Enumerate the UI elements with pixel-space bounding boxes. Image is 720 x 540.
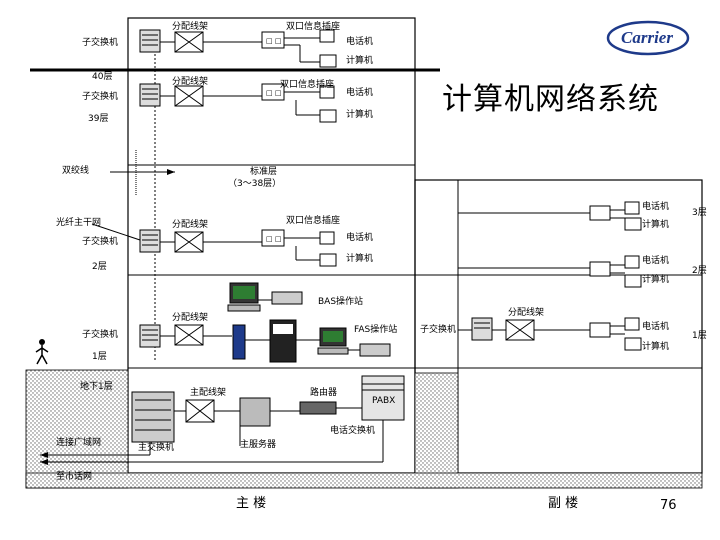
label-pabx: PABX [372, 396, 396, 406]
annex-floor2-equipment [458, 255, 642, 288]
label-computer-annex1: 计算机 [642, 342, 670, 352]
label-main-frame: 主配线架 [190, 388, 227, 398]
label-computer-3: 计算机 [346, 254, 374, 264]
label-subswitch-1: 子交换机 [82, 330, 119, 340]
label-phone-switch: 电话交换机 [330, 426, 376, 436]
svg-text:□ □: □ □ [266, 37, 281, 45]
label-twisted-pair: 双绞线 [62, 166, 90, 176]
label-socket-39: 双口信息插座 [280, 80, 335, 90]
label-floor3: 3层 [692, 208, 707, 218]
label-main-building: 主 楼 [236, 496, 267, 511]
label-main-server: 主服务器 [240, 440, 277, 450]
label-standard-floor: 标准层 [250, 167, 278, 177]
label-computer-40: 计算机 [346, 56, 374, 66]
page-number: 76 [660, 498, 677, 513]
label-distframe-40: 分配线架 [172, 22, 209, 32]
svg-text:□ □: □ □ [266, 89, 281, 97]
label-fas-station: FAS操作站 [354, 325, 398, 335]
label-annex-building: 副 楼 [548, 496, 579, 511]
label-standard-floor-range: （3～38层） [228, 179, 282, 189]
label-floor1-left: 1层 [92, 352, 107, 362]
label-wan: 连接广域网 [56, 438, 102, 448]
label-city-net: 至市话网 [56, 472, 93, 482]
label-bas-station: BAS操作站 [318, 297, 364, 307]
label-phone-39: 电话机 [346, 88, 374, 98]
label-phone-annex3: 电话机 [642, 202, 670, 212]
svg-text:□ □: □ □ [266, 235, 281, 243]
label-floor39: 39层 [88, 114, 109, 124]
ground-annex [414, 372, 459, 489]
floor3-equipment: □ □ [91, 201, 642, 267]
label-computer-39: 计算机 [346, 110, 374, 120]
logo-text: Carrier [621, 28, 673, 47]
label-subswitch-annex1: 子交换机 [420, 325, 457, 335]
label-distframe-1: 分配线架 [172, 313, 209, 323]
label-distframe-39: 分配线架 [172, 77, 209, 87]
ground-base [25, 472, 703, 489]
label-subswitch-3: 子交换机 [82, 237, 119, 247]
label-subswitch-40: 子交换机 [82, 38, 119, 48]
label-distframe-annex1: 分配线架 [508, 308, 545, 318]
label-phone-annex1: 电话机 [642, 322, 670, 332]
floor39-equipment: □ □ [139, 83, 337, 123]
page-title: 计算机网络系统 [442, 82, 659, 117]
label-basement1: 地下1层 [80, 382, 113, 392]
floor40-equipment: □ □ [139, 29, 337, 68]
basement-equipment [40, 375, 405, 465]
label-distframe-3: 分配线架 [172, 220, 209, 230]
label-phone-40: 电话机 [346, 37, 374, 47]
label-floor40: 40层 [92, 72, 113, 82]
label-floor2-right: 2层 [692, 266, 707, 276]
label-floor1-right: 1层 [692, 331, 707, 341]
label-phone-annex2: 电话机 [642, 256, 670, 266]
label-computer-annex3: 计算机 [642, 220, 670, 230]
ground-left [25, 369, 129, 489]
carrier-logo [606, 20, 690, 56]
person-icon [35, 339, 49, 365]
label-subswitch-39: 子交换机 [82, 92, 119, 102]
label-socket-3: 双口信息插座 [286, 216, 341, 226]
label-router: 路由器 [310, 388, 338, 398]
floor1-equipment [139, 282, 642, 363]
label-computer-annex2: 计算机 [642, 275, 670, 285]
label-phone-3: 电话机 [346, 233, 374, 243]
label-fiber-trunk: 光纤主干网 [56, 218, 102, 228]
label-floor2-left: 2层 [92, 262, 107, 272]
label-socket-40: 双口信息插座 [286, 22, 341, 32]
label-main-switch: 主交换机 [138, 443, 175, 453]
